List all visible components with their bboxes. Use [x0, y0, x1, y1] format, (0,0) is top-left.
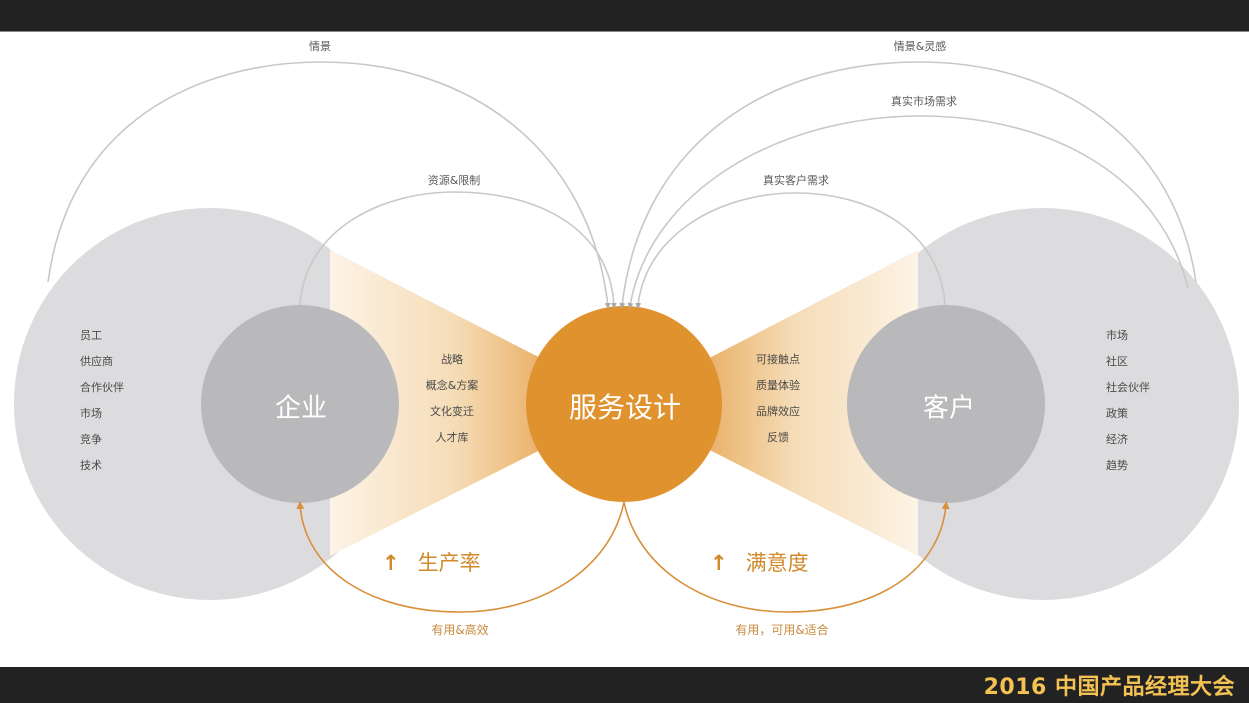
context-item: 员工 — [80, 329, 102, 342]
up-arrow-icon: ↑ — [710, 551, 728, 575]
arc-customer-needs — [635, 192, 946, 309]
context-item: 社区 — [1106, 355, 1128, 368]
flow-item: 品牌效应 — [756, 405, 800, 418]
arc-label-customer-needs: 真实客户需求 — [763, 174, 829, 187]
context-item: 政策 — [1106, 407, 1128, 420]
satisfaction-metric: ↑ 满意度 — [710, 547, 809, 577]
customer-circle — [847, 305, 1045, 503]
arc-inspiration — [619, 61, 1197, 309]
arc-resources — [299, 191, 617, 309]
satisfaction-label: 满意度 — [745, 551, 809, 575]
context-item: 供应商 — [80, 355, 113, 368]
productivity-label: 生产率 — [417, 551, 481, 575]
enterprise-circle — [201, 305, 399, 503]
productivity-metric: ↑ 生产率 — [382, 547, 481, 577]
arc-useful-efficient — [296, 501, 625, 613]
conference-title: 2016 中国产品经理大会 — [983, 675, 1235, 700]
design-to-customer-list: 可接触点 质量体验 品牌效应 反馈 — [756, 347, 800, 451]
arc-label-market-needs: 真实市场需求 — [891, 95, 957, 108]
flow-wedge-right — [690, 250, 918, 556]
top-bar — [0, 0, 1249, 32]
footer-bar: 2016 中国产品经理大会 — [0, 667, 1249, 703]
context-item: 趋势 — [1106, 459, 1128, 472]
arc-label-resources: 资源&限制 — [427, 174, 481, 187]
service-design-circle — [526, 306, 722, 502]
arc-market-needs — [627, 115, 1189, 309]
arc-useful-usable — [623, 501, 950, 613]
arc-label-useful-usable: 有用，可用&适合 — [735, 623, 829, 637]
context-item: 市场 — [1106, 329, 1128, 342]
customer-label: 客户 — [922, 393, 976, 424]
flow-item: 可接触点 — [756, 353, 800, 366]
enterprise-context-list: 员工 供应商 合作伙伴 市场 竞争 技术 — [80, 323, 124, 479]
service-design-label: 服务设计 — [568, 391, 682, 424]
flow-item: 反馈 — [767, 431, 789, 444]
context-item: 竞争 — [80, 433, 102, 446]
arc-scenario — [47, 61, 611, 309]
flow-wedge-left — [330, 250, 560, 556]
customer-context-list: 市场 社区 社会伙伴 政策 经济 趋势 — [1106, 323, 1150, 479]
flow-item: 质量体验 — [756, 379, 800, 392]
flow-item: 概念&方案 — [425, 379, 479, 392]
flow-item: 文化变迁 — [429, 405, 474, 418]
up-arrow-icon: ↑ — [382, 551, 400, 575]
flow-item: 战略 — [440, 353, 463, 366]
flow-item: 人才库 — [435, 431, 469, 444]
enterprise-label: 企业 — [274, 393, 328, 424]
arc-label-useful-efficient: 有用&高效 — [431, 623, 489, 637]
arc-label-inspiration: 情景&灵感 — [893, 40, 947, 53]
context-item: 社会伙伴 — [1106, 381, 1150, 394]
context-item: 合作伙伴 — [80, 381, 124, 394]
context-item: 经济 — [1106, 433, 1128, 446]
context-item: 技术 — [80, 459, 102, 472]
arc-label-scenario: 情景 — [309, 40, 331, 53]
enterprise-to-design-list: 战略 概念&方案 文化变迁 人才库 — [426, 347, 479, 451]
context-item: 市场 — [80, 407, 102, 420]
